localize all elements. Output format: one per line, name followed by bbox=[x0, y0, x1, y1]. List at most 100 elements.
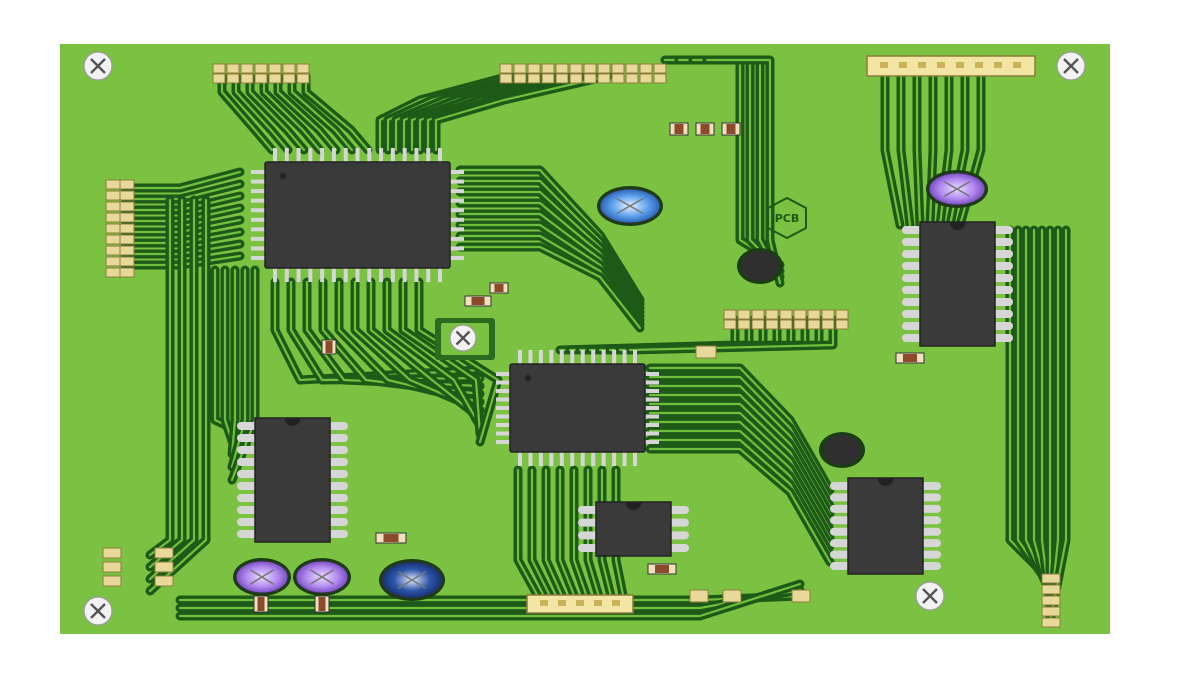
dip-chip-right-bottom-pin bbox=[921, 504, 941, 513]
dip-chip-left-pin bbox=[328, 446, 348, 454]
qfp-chip-center-pin bbox=[645, 431, 659, 436]
qfp-chip-large-pin bbox=[450, 189, 464, 194]
dip-chip-left-pin bbox=[237, 422, 257, 430]
header-top-center-pin bbox=[527, 73, 541, 84]
qfp-chip-large-pin bbox=[343, 268, 348, 282]
transistor-icon bbox=[823, 435, 861, 465]
header-left-pin bbox=[119, 234, 135, 245]
header-bottom-left-pin bbox=[154, 575, 174, 587]
dip-chip-right-top bbox=[919, 221, 996, 347]
trace bbox=[544, 468, 566, 602]
header-left-pin bbox=[105, 223, 121, 234]
trace bbox=[530, 468, 554, 602]
header-bottom-right-pin bbox=[1041, 584, 1061, 595]
dip-chip-right-top-pin bbox=[902, 310, 922, 318]
header-top-center-pin bbox=[597, 63, 611, 74]
dip-chip-right-top-pin bbox=[993, 322, 1013, 330]
dip-chip-left-pin bbox=[237, 434, 257, 442]
header-bottom-left-pin bbox=[102, 547, 122, 559]
dip-chip-right-top-pin bbox=[902, 274, 922, 282]
qfp-chip-center-pin bbox=[559, 350, 564, 364]
trace bbox=[290, 74, 354, 152]
header-mid-pin bbox=[723, 319, 737, 330]
qfp-chip-center-pin bbox=[645, 389, 659, 393]
header-top-center-pin bbox=[611, 73, 625, 84]
qfp-chip-center bbox=[509, 363, 646, 453]
header-left-pin bbox=[105, 267, 121, 278]
resistor-icon-body bbox=[318, 597, 326, 611]
header-top-left-pin bbox=[212, 73, 226, 84]
header-top-left-pin bbox=[254, 63, 268, 74]
trace bbox=[230, 268, 247, 469]
header-top-center-pin bbox=[569, 73, 583, 84]
qfp-chip-large-pin bbox=[402, 268, 407, 282]
dip-chip-right-bottom bbox=[847, 477, 924, 575]
dip-chip-right-bottom-notch bbox=[877, 478, 894, 486]
header-bottom-right-pin bbox=[1041, 595, 1061, 606]
dip-chip-small-pin bbox=[669, 531, 689, 540]
header-top-left-pin bbox=[282, 73, 296, 84]
dip-chip-small-pin bbox=[578, 518, 598, 527]
qfp-chip-large-pin bbox=[379, 268, 384, 282]
qfp-chip-large-pin bbox=[251, 198, 265, 203]
qfp-chip-large-pin bbox=[379, 148, 384, 162]
header-top-center-pin bbox=[513, 63, 527, 74]
header-top-center-pin bbox=[555, 73, 569, 84]
qfp-chip-center-pin bbox=[496, 414, 510, 419]
trace bbox=[516, 468, 542, 602]
screw-slot bbox=[90, 58, 106, 74]
trace bbox=[915, 74, 922, 227]
qfp-chip-center-pin bbox=[633, 350, 637, 364]
qfp-chip-center-pin bbox=[559, 452, 564, 466]
qfp-chip-large-pin bbox=[450, 256, 464, 260]
qfp-chip-large-pin bbox=[450, 236, 464, 241]
resistor-icon-body bbox=[471, 297, 485, 305]
dip-chip-left-pin bbox=[328, 434, 348, 442]
dip-chip-right-bottom-pin bbox=[921, 539, 941, 548]
screw-slot bbox=[922, 588, 938, 604]
dip-chip-right-top-pin bbox=[902, 238, 922, 246]
qfp-chip-large-pin bbox=[355, 268, 360, 282]
qfp-chip-center-pin bbox=[645, 380, 659, 385]
dip-chip-small bbox=[595, 501, 672, 557]
qfp-chip-large-pin bbox=[390, 148, 395, 162]
header-mid-pin bbox=[723, 309, 737, 320]
qfp-chip-center-pin bbox=[601, 350, 606, 364]
qfp-chip-large-pin bbox=[284, 148, 289, 162]
qfp-chip-large-pin bbox=[343, 148, 348, 162]
trace bbox=[899, 74, 912, 227]
dip-chip-right-top-pin bbox=[993, 262, 1013, 270]
qfp-chip-center-pin bbox=[591, 350, 596, 364]
dip-chip-right-top-pin bbox=[993, 334, 1013, 342]
header-mid-pin bbox=[835, 309, 849, 320]
capacitor-icon-vent bbox=[398, 571, 426, 589]
qfp-chip-center-pin bbox=[570, 452, 575, 466]
dip-chip-right-bottom-pin bbox=[830, 504, 850, 513]
header-left-pin bbox=[105, 245, 121, 256]
dip-chip-right-top-pin bbox=[993, 250, 1013, 258]
smd-pad bbox=[791, 589, 811, 603]
connector-top-right-pin bbox=[975, 62, 983, 68]
qfp-chip-center-pin bbox=[570, 350, 575, 364]
dip-chip-left-pin bbox=[328, 494, 348, 502]
qfp-chip-center-pin bbox=[528, 452, 533, 466]
header-mid-pin bbox=[793, 319, 807, 330]
header-left-pin bbox=[119, 190, 135, 201]
trace bbox=[262, 74, 322, 152]
trace bbox=[304, 74, 370, 152]
header-left-pin bbox=[105, 190, 121, 201]
qfp-chip-center-pin bbox=[645, 372, 659, 376]
qfp-chip-center-pin bbox=[622, 350, 627, 364]
resistor-icon-body bbox=[726, 124, 736, 134]
transistor-icon bbox=[741, 251, 779, 281]
dip-chip-right-top-pin bbox=[993, 238, 1013, 246]
qfp-chip-center-pin bbox=[496, 397, 510, 402]
dip-chip-left-pin bbox=[237, 518, 257, 526]
header-top-left-pin bbox=[226, 73, 240, 84]
header-bottom-left-pin bbox=[154, 561, 174, 573]
connector-bottom-pin bbox=[612, 600, 620, 606]
connector-top-right-pin bbox=[956, 62, 964, 68]
dip-chip-small-pin bbox=[669, 506, 689, 514]
qfp-chip-large-pin bbox=[251, 236, 265, 241]
trace bbox=[458, 245, 642, 330]
